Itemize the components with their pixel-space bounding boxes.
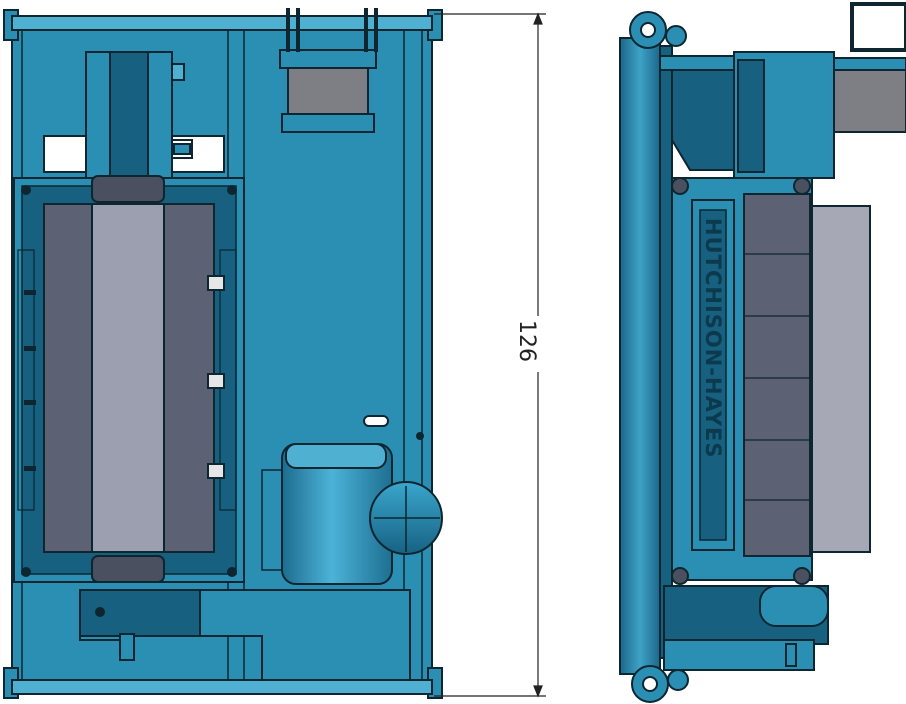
skid-bottom-rail [11, 679, 433, 695]
skid-top-rail [11, 15, 433, 31]
brand-nameplate-text: HUTCHISON-HAYES [701, 218, 725, 459]
dimension-annotation [434, 12, 546, 698]
top-view [3, 8, 443, 699]
dimension-label: 126 [514, 320, 539, 362]
side-panel [807, 205, 871, 553]
side-view [619, 2, 906, 703]
bearing-housing [91, 175, 165, 203]
bearing-housing [91, 555, 165, 583]
feed-pump-mount [279, 49, 377, 69]
side-main-rail [619, 37, 661, 675]
feed-pump-motor [287, 67, 369, 115]
